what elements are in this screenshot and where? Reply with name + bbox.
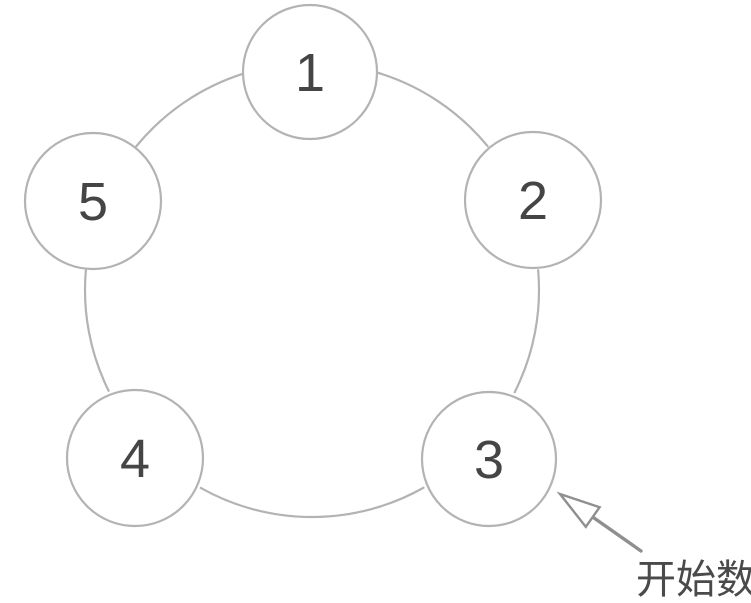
node-2[interactable]: 2 xyxy=(463,130,603,270)
node-1-label: 1 xyxy=(295,43,325,103)
start-annotation: 开始数 xyxy=(556,491,751,603)
arc-4-to-5 xyxy=(83,269,110,392)
annotation-arrow-shaft xyxy=(591,515,643,553)
node-1[interactable]: 1 xyxy=(241,3,379,141)
node-3-circle[interactable] xyxy=(420,390,558,528)
annotation-arrow-head-icon xyxy=(556,491,602,529)
node-3[interactable]: 3 xyxy=(420,390,558,528)
arc-3-to-4 xyxy=(199,486,425,519)
nodes-group: 1 2 3 4 5 xyxy=(23,3,603,528)
node-2-circle[interactable] xyxy=(463,130,603,270)
node-5-circle[interactable] xyxy=(23,131,163,271)
node-1-circle[interactable] xyxy=(241,3,379,141)
node-4-label: 4 xyxy=(120,429,150,489)
node-5-label: 5 xyxy=(78,172,108,232)
node-5[interactable]: 5 xyxy=(23,131,163,271)
arc-1-to-2 xyxy=(374,71,489,148)
arc-2-to-3 xyxy=(513,269,541,394)
node-4-circle[interactable] xyxy=(65,388,205,528)
arc-5-to-1 xyxy=(135,72,246,148)
node-2-label: 2 xyxy=(518,171,548,231)
node-3-label: 3 xyxy=(474,430,504,490)
node-4[interactable]: 4 xyxy=(65,388,205,528)
ring-arcs-group xyxy=(83,71,541,519)
annotation-label: 开始数 xyxy=(636,557,751,603)
